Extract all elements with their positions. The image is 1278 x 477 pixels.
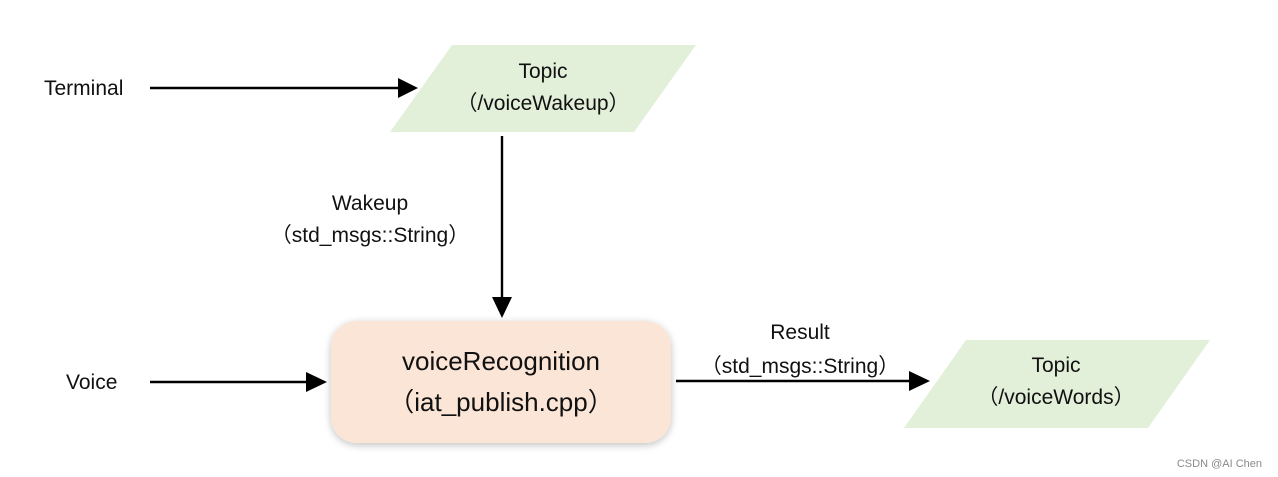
topic-voicewords-shape	[904, 340, 1210, 428]
terminal-to-topic-arrow	[150, 78, 418, 98]
result-arrow	[676, 371, 930, 391]
result-edge-type: （std_msgs::String）	[701, 355, 899, 378]
topic-voicewakeup: Topic （/voiceWakeup）	[390, 45, 696, 132]
watermark: CSDN @AI Chen	[1177, 458, 1262, 470]
topic-voicewords-name: （/voiceWords）	[977, 386, 1134, 409]
voice-label: Voice	[66, 371, 117, 394]
topic-voicewakeup-shape	[390, 45, 696, 132]
node-voicerecognition-box	[331, 321, 671, 443]
topic-voicewords-title: Topic	[1031, 354, 1080, 377]
wakeup-edge-label: Wakeup	[332, 192, 408, 215]
topic-voicewords: Topic （/voiceWords）	[904, 340, 1210, 428]
node-file: （iat_publish.cpp）	[388, 387, 613, 417]
terminal-label: Terminal	[44, 77, 123, 100]
topic-voicewakeup-name: （/voiceWakeup）	[456, 92, 629, 115]
wakeup-arrow	[492, 136, 512, 318]
result-edge-label: Result	[770, 321, 830, 344]
wakeup-edge-type: （std_msgs::String）	[271, 224, 469, 247]
node-title: voiceRecognition	[402, 346, 600, 376]
topic-voicewakeup-title: Topic	[518, 60, 567, 83]
node-voicerecognition: voiceRecognition （iat_publish.cpp）	[331, 321, 671, 443]
voice-to-node-arrow	[150, 372, 327, 392]
